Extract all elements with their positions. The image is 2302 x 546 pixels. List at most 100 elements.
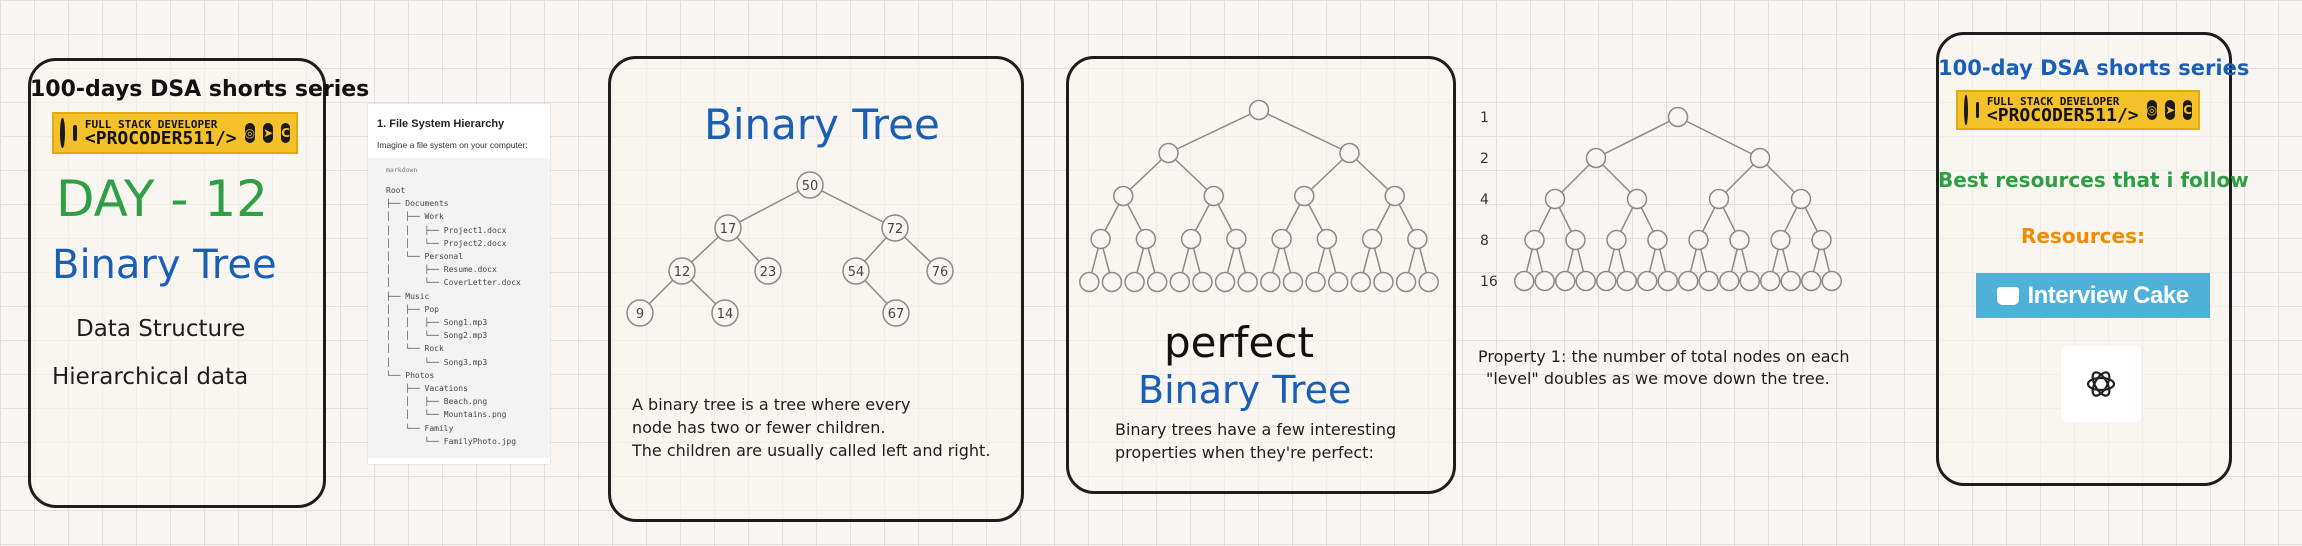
chatgpt-link[interactable] (2061, 346, 2141, 422)
tree-node (1606, 229, 1627, 251)
tree-node (1760, 270, 1781, 292)
tree-node (1585, 147, 1607, 169)
tree-node (626, 299, 654, 327)
tree-node (1203, 185, 1224, 207)
tree-node (1719, 270, 1740, 292)
tree-node (1373, 271, 1394, 293)
tree-node (1090, 228, 1111, 250)
tree-node (1248, 99, 1270, 121)
tree-node (754, 257, 782, 285)
day-label: DAY - 12 (56, 170, 268, 228)
tree-node (711, 299, 739, 327)
tree-node (1214, 271, 1236, 293)
tree-node (1534, 270, 1555, 292)
tree-node (1180, 228, 1202, 250)
tree-node (1158, 142, 1179, 164)
skull-logo-icon (1964, 95, 1968, 125)
banner-brand: FULL STACK DEVELOPER <PROCODER511/> (85, 119, 237, 148)
doc-intro: Imagine a file system on your computer: (377, 140, 528, 150)
tree-node (1801, 270, 1822, 292)
tree-node (1749, 147, 1771, 169)
binary-tree-title: Binary Tree (704, 100, 940, 149)
tree-node (842, 257, 870, 285)
code-language: markdown (386, 166, 418, 174)
tree-node (1282, 271, 1304, 293)
tree-node (1294, 185, 1315, 207)
tree-nodes (626, 171, 954, 327)
tree-node (1514, 270, 1535, 292)
doc-heading: 1. File System Hierarchy (377, 118, 505, 130)
tree-node (1226, 228, 1247, 250)
tree-caption-1: A binary tree is a tree where every (632, 395, 911, 414)
tree-node (1350, 271, 1372, 293)
tree-node (1780, 270, 1801, 292)
tree-node (1101, 271, 1123, 293)
tree-node (1637, 270, 1658, 292)
binary-tree-card[interactable] (608, 56, 1024, 522)
banner-title: <PROCODER511/> (84, 127, 237, 149)
openai-logo-icon (2086, 371, 2116, 397)
tree-node (1821, 270, 1842, 292)
topic-line-1: Data Structure (76, 316, 246, 342)
tree-node (1384, 185, 1405, 207)
series-title: 100-days DSA shorts series (30, 77, 370, 102)
tree-node (1327, 271, 1349, 293)
tree-node (1361, 228, 1383, 250)
tree-node (668, 257, 696, 285)
level-count-label: 1 (1480, 110, 1489, 126)
tree-node (882, 299, 910, 327)
tree-node (1575, 270, 1596, 292)
tree-node (1271, 228, 1292, 250)
level-count-label: 16 (1480, 274, 1498, 290)
tree-node (1616, 270, 1637, 292)
node-label: 67 (888, 307, 905, 322)
tree-edge (1348, 152, 1396, 197)
perfect-caption-1: Binary trees have a few interesting (1115, 420, 1397, 439)
c-lang-icon[interactable]: C (2183, 100, 2192, 120)
resources-label: Resources: (2020, 224, 2146, 248)
tree-node (1647, 229, 1668, 251)
banner-subtitle: FULL STACK DEVELOPER (84, 117, 218, 131)
tree-caption-2: node has two or fewer children. (632, 418, 886, 437)
tree-node (1770, 229, 1791, 251)
tree-node (1124, 271, 1145, 293)
tree-node (1708, 188, 1730, 210)
code-block: markdown Root ├── Documents │ ├── Work │… (368, 158, 550, 458)
tree-edge (1258, 109, 1350, 154)
file-system-doc: 1. File System Hierarchy Imagine a file … (368, 104, 550, 464)
instagram-icon[interactable]: ◎ (2146, 100, 2158, 120)
telegram-icon[interactable]: ➤ (2165, 100, 2176, 120)
tree-node (1395, 271, 1417, 293)
procoder-banner-2: FULL STACK DEVELOPER <PROCODER511/> ◎ ➤ … (1956, 90, 2200, 130)
tree-node (714, 214, 742, 242)
file-tree: Root ├── Documents │ ├── Work │ │ ├── Pr… (386, 186, 521, 446)
level-count-label: 2 (1480, 151, 1489, 167)
tree-edge (1677, 116, 1761, 159)
tree-node (1790, 188, 1812, 210)
tree-node (1192, 271, 1213, 293)
tree-edge (1122, 152, 1170, 197)
node-label: 50 (802, 179, 819, 194)
interview-cake-link[interactable]: Interview Cake (1976, 273, 2210, 318)
telegram-icon[interactable]: ➤ (263, 123, 274, 143)
tree-edge (1167, 152, 1215, 197)
node-label: 54 (848, 265, 865, 280)
instagram-icon[interactable]: ◎ (244, 123, 256, 143)
node-label: 14 (717, 307, 734, 322)
interview-cake-label: Interview Cake (2027, 281, 2189, 309)
node-label: 23 (760, 265, 777, 280)
binary-tree-diagram: 50 17 72 12 23 54 76 9 14 67 (626, 171, 954, 327)
c-lang-icon[interactable]: C (281, 123, 290, 143)
tree-node (1688, 229, 1709, 251)
tree-node (1739, 270, 1760, 292)
banner-brand: FULL STACK DEVELOPER <PROCODER511/> (1987, 96, 2139, 125)
tree-node (1811, 229, 1832, 251)
tree-node (1418, 271, 1439, 293)
tree-node (1305, 271, 1326, 293)
tree-node (1565, 229, 1586, 251)
tree-node (1667, 106, 1689, 128)
tree-node (1698, 270, 1719, 292)
level-count-label: 8 (1480, 233, 1489, 249)
tree-caption-3: The children are usually called left and… (632, 441, 991, 460)
